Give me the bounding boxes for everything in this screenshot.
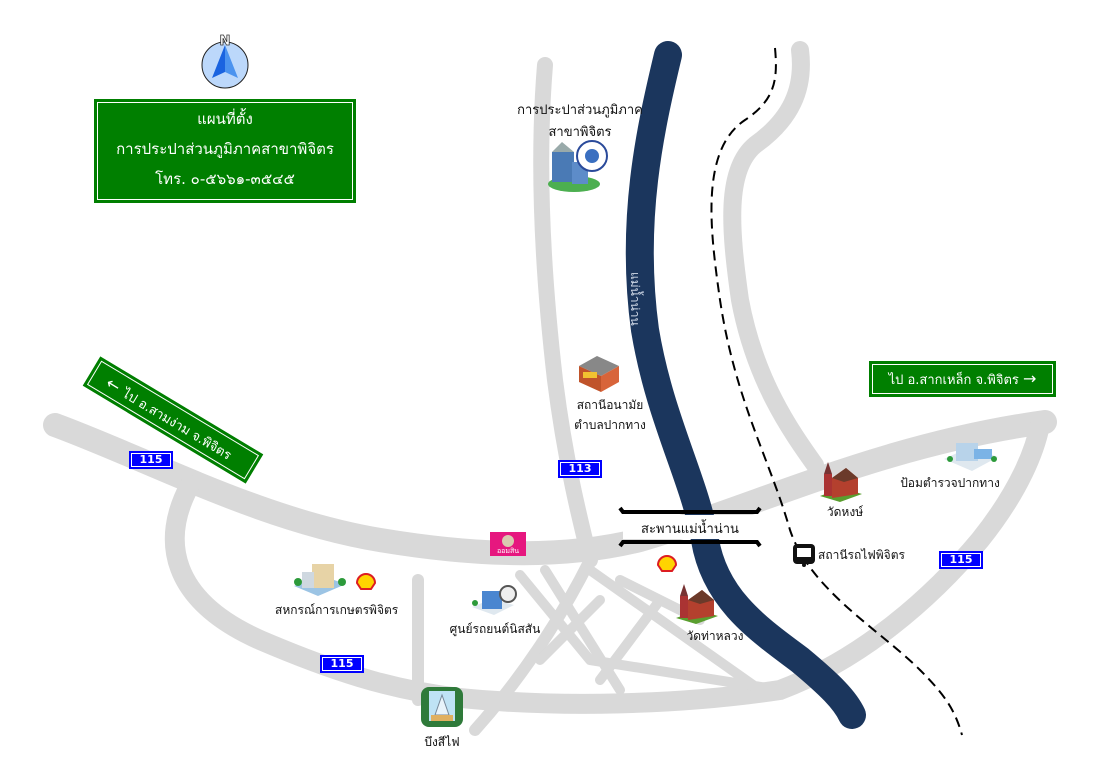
health-station-line1: สถานีอนามัย xyxy=(576,398,644,412)
railway xyxy=(710,47,963,736)
title-line1: แผนที่ตั้ง xyxy=(197,110,253,128)
health-station-label: สถานีอนามัย ตำบลปากทาง xyxy=(570,395,650,435)
route-shield-115: 115 xyxy=(320,655,364,673)
road-diagonal xyxy=(469,554,596,736)
shell-gas-station-icon xyxy=(355,571,377,595)
route-shield-113: 113 xyxy=(558,460,602,478)
wat-tha-luang-label: วัดท่าหลวง xyxy=(686,629,744,643)
nissan-dealer-label: ศูนย์รถยนต์นิสสัน xyxy=(449,622,541,636)
gsb-bank-logo: ออมสิน xyxy=(490,532,526,556)
coop-label: สหกรณ์การเกษตรพิจิตร xyxy=(275,603,399,617)
shell-gas-station-icon xyxy=(656,553,678,577)
route-shield-115: 115 xyxy=(939,551,983,569)
wat-hong-label: วัดหงษ์ xyxy=(826,505,864,519)
nissan-dealer-building-icon xyxy=(470,585,520,621)
title-sign: แผนที่ตั้ง การประปาส่วนภูมิภาคสาขาพิจิตร… xyxy=(94,99,356,203)
river-nan xyxy=(625,41,866,729)
pwa-office-label: การประปาส่วนภูมิภาค สาขาพิจิตร xyxy=(515,100,645,144)
health-station-building-icon xyxy=(575,352,623,398)
bridge-label: สะพานแม่น้ำน่าน xyxy=(641,522,739,537)
arrow-right-icon: → xyxy=(1023,369,1037,388)
pwa-office-building-icon xyxy=(546,138,610,198)
road-113 xyxy=(533,57,598,568)
coop-building-icon xyxy=(292,562,348,602)
police-box-building-icon xyxy=(942,437,1000,477)
road-loop xyxy=(164,415,1050,714)
police-box-label: ป้อมตำรวจปากทาง xyxy=(900,476,1000,490)
road-grid xyxy=(515,565,785,695)
temple-icon xyxy=(674,582,720,628)
arrow-left-icon: ← xyxy=(102,373,124,397)
direction-sign-right: ไป อ.สากเหล็ก จ.พิจิตร → xyxy=(869,361,1056,397)
north-arrow-compass: N xyxy=(200,32,250,90)
bueng-si-fai-label: บึงสีไฟ xyxy=(424,735,460,749)
road-north-east xyxy=(723,41,824,474)
route-shield-115: 115 xyxy=(129,451,173,469)
train-station-icon xyxy=(792,543,816,571)
health-station-line2: ตำบลปากทาง xyxy=(574,418,646,432)
bridge xyxy=(618,506,762,548)
pwa-office-line1: การประปาส่วนภูมิภาค xyxy=(517,103,643,118)
temple-icon xyxy=(818,460,864,506)
lake-park-icon xyxy=(419,685,465,733)
gsb-bank-label: ออมสิน xyxy=(496,547,520,555)
title-phone: โทร. ๐-๕๖๖๑-๓๕๔๕ xyxy=(155,170,295,188)
river-label: แม่น้ำน่าน xyxy=(628,272,644,326)
direction-right-text: ไป อ.สากเหล็ก จ.พิจิตร xyxy=(888,373,1019,388)
compass-n-letter: N xyxy=(220,34,231,49)
train-station-label: สถานีรถไฟพิจิตร xyxy=(818,548,905,562)
pwa-office-line2: สาขาพิจิตร xyxy=(548,125,612,140)
title-line2: การประปาส่วนภูมิภาคสาขาพิจิตร xyxy=(116,140,334,158)
